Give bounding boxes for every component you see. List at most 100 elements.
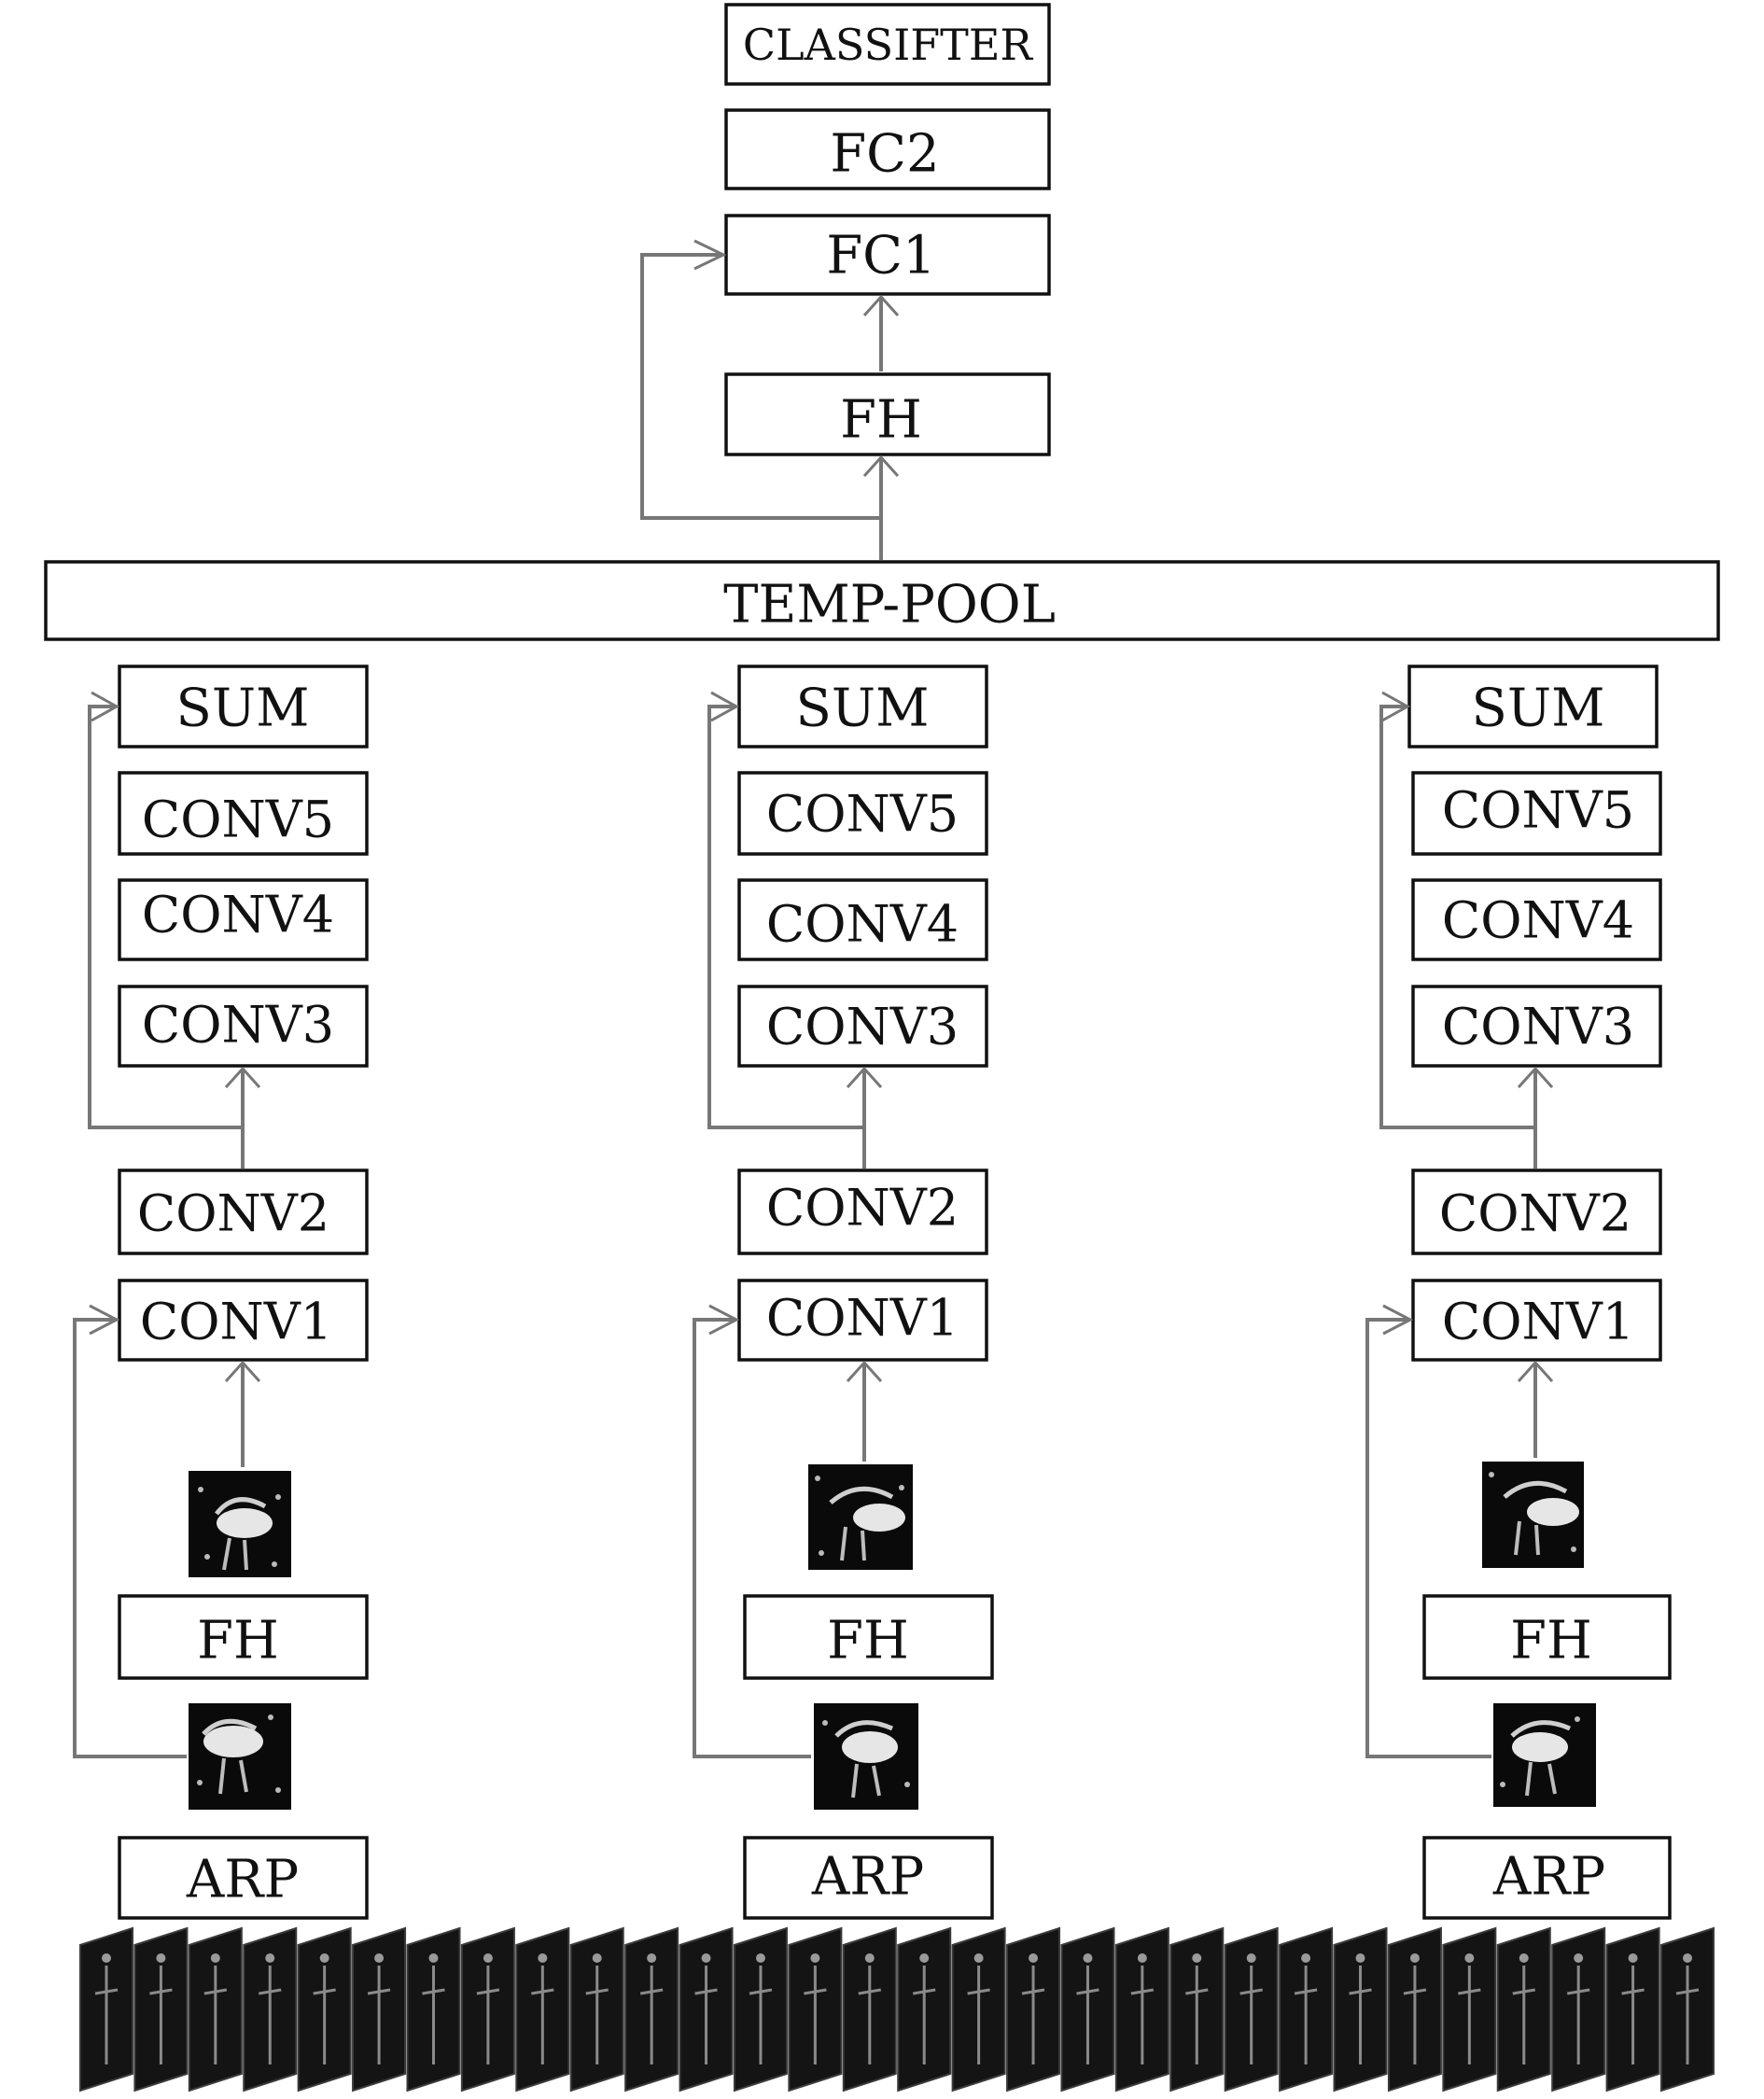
svg-text:CONV4: CONV4	[766, 895, 959, 954]
skip-to-fc1-arrow	[640, 253, 881, 520]
top-connectors	[640, 239, 900, 560]
svg-text:CONV5: CONV5	[1442, 781, 1634, 840]
video-frame	[1387, 1926, 1442, 2092]
b1-feature-map-lower	[189, 1703, 291, 1810]
video-frame	[406, 1926, 461, 2092]
video-frame	[460, 1926, 515, 2092]
video-frame	[624, 1926, 679, 2092]
top-fh-label: FH	[840, 390, 922, 451]
svg-text:FH: FH	[827, 1611, 909, 1672]
fc2-block: FC2	[724, 108, 1051, 190]
b2-sum-block: SUM	[737, 665, 988, 749]
b1-fh-block: FH	[118, 1594, 369, 1680]
video-frame	[1496, 1926, 1551, 2092]
svg-text:CONV4: CONV4	[142, 886, 334, 945]
b1-arp-block: ARP	[118, 1836, 369, 1920]
b2-conv5-block: CONV5	[737, 771, 988, 856]
b3-feature-map-lower	[1493, 1703, 1596, 1807]
svg-text:ARP: ARP	[186, 1850, 299, 1910]
video-frame	[1006, 1926, 1061, 2092]
b3-arp-block: ARP	[1422, 1836, 1672, 1920]
b1-conv4-block: CONV4	[118, 878, 369, 961]
branch-1: SUM CONV5 CONV4 CONV3 CONV2 CONV1	[73, 665, 369, 1920]
b1-connectors	[73, 691, 261, 1758]
svg-text:SUM: SUM	[796, 679, 930, 739]
svg-text:FH: FH	[197, 1611, 279, 1672]
svg-text:CONV1: CONV1	[766, 1289, 959, 1348]
b1-conv3-block: CONV3	[118, 985, 369, 1068]
svg-text:SUM: SUM	[1472, 679, 1605, 739]
video-frame-strip	[79, 1926, 1715, 2092]
b3-conv5-block: CONV5	[1411, 771, 1662, 856]
video-frame	[733, 1926, 788, 2092]
temp-pool-label: TEMP-POOL	[723, 575, 1056, 636]
video-frame	[352, 1926, 407, 2092]
fc2-label: FC2	[830, 124, 939, 185]
svg-text:CONV3: CONV3	[142, 996, 334, 1055]
video-frame	[569, 1926, 624, 2092]
video-frame	[1169, 1926, 1225, 2092]
top-fh-block: FH	[724, 372, 1051, 456]
b3-connectors	[1365, 691, 1554, 1758]
video-frame	[188, 1926, 243, 2092]
b2-conv1-block: CONV1	[737, 1279, 988, 1362]
video-frame	[79, 1926, 133, 2092]
branch-2: SUM CONV5 CONV4 CONV3 CONV2 CONV1	[693, 665, 994, 1920]
b1-conv5-block: CONV5	[118, 771, 369, 856]
video-frame	[1333, 1926, 1388, 2092]
video-frame	[1060, 1926, 1115, 2092]
video-frame	[951, 1926, 1006, 2092]
b3-sum-block: SUM	[1407, 665, 1659, 749]
b2-feature-map-upper	[808, 1464, 913, 1570]
video-frame	[1114, 1926, 1169, 2092]
b3-conv1-block: CONV1	[1411, 1279, 1662, 1362]
b2-conv4-block: CONV4	[737, 878, 988, 961]
svg-text:FH: FH	[1510, 1611, 1592, 1672]
video-frame	[788, 1926, 843, 2092]
b2-feature-map-lower	[814, 1703, 918, 1810]
temp-pool-block: TEMP-POOL	[44, 560, 1720, 641]
b2-fh-block: FH	[743, 1594, 994, 1680]
svg-text:CONV4: CONV4	[1442, 891, 1634, 950]
video-frame	[842, 1926, 897, 2092]
svg-text:CONV2: CONV2	[1439, 1184, 1631, 1243]
b1-sum-block: SUM	[118, 665, 369, 749]
video-frame	[243, 1926, 298, 2092]
fc1-block: FC1	[724, 214, 1051, 296]
video-frame	[1224, 1926, 1279, 2092]
svg-text:CONV3: CONV3	[1442, 998, 1634, 1056]
fc1-label: FC1	[826, 226, 935, 287]
svg-text:CONV5: CONV5	[766, 785, 959, 844]
branch-3: SUM CONV5 CONV4 CONV3 CONV2 CONV1	[1365, 665, 1672, 1920]
b3-feature-map-upper	[1482, 1462, 1584, 1568]
video-frame	[897, 1926, 952, 2092]
video-frame	[1605, 1926, 1660, 2092]
classifier-label: CLASSIFTER	[743, 20, 1034, 70]
b1-conv1-block: CONV1	[118, 1279, 369, 1362]
svg-text:ARP: ARP	[811, 1847, 924, 1908]
b2-connectors	[693, 691, 883, 1758]
video-frame	[133, 1926, 189, 2092]
b3-conv3-block: CONV3	[1411, 985, 1662, 1068]
b2-arp-block: ARP	[743, 1836, 994, 1920]
video-frame	[679, 1926, 734, 2092]
video-frame	[1279, 1926, 1334, 2092]
classifier-block: CLASSIFTER	[724, 3, 1051, 86]
b2-conv3-block: CONV3	[737, 985, 988, 1068]
b1-feature-map-upper	[189, 1471, 291, 1577]
svg-text:ARP: ARP	[1492, 1847, 1605, 1908]
b2-conv2-block: CONV2	[737, 1168, 988, 1255]
svg-text:CONV3: CONV3	[766, 998, 959, 1056]
svg-text:CONV5: CONV5	[142, 791, 334, 849]
svg-text:SUM: SUM	[176, 679, 310, 739]
b3-fh-block: FH	[1422, 1594, 1672, 1680]
b1-conv2-block: CONV2	[118, 1168, 369, 1255]
svg-text:CONV2: CONV2	[137, 1184, 329, 1243]
video-frame	[515, 1926, 570, 2092]
svg-text:CONV1: CONV1	[1442, 1293, 1634, 1351]
svg-text:CONV2: CONV2	[766, 1179, 959, 1238]
video-frame	[297, 1926, 352, 2092]
video-frame	[1660, 1926, 1715, 2092]
video-frame	[1442, 1926, 1497, 2092]
